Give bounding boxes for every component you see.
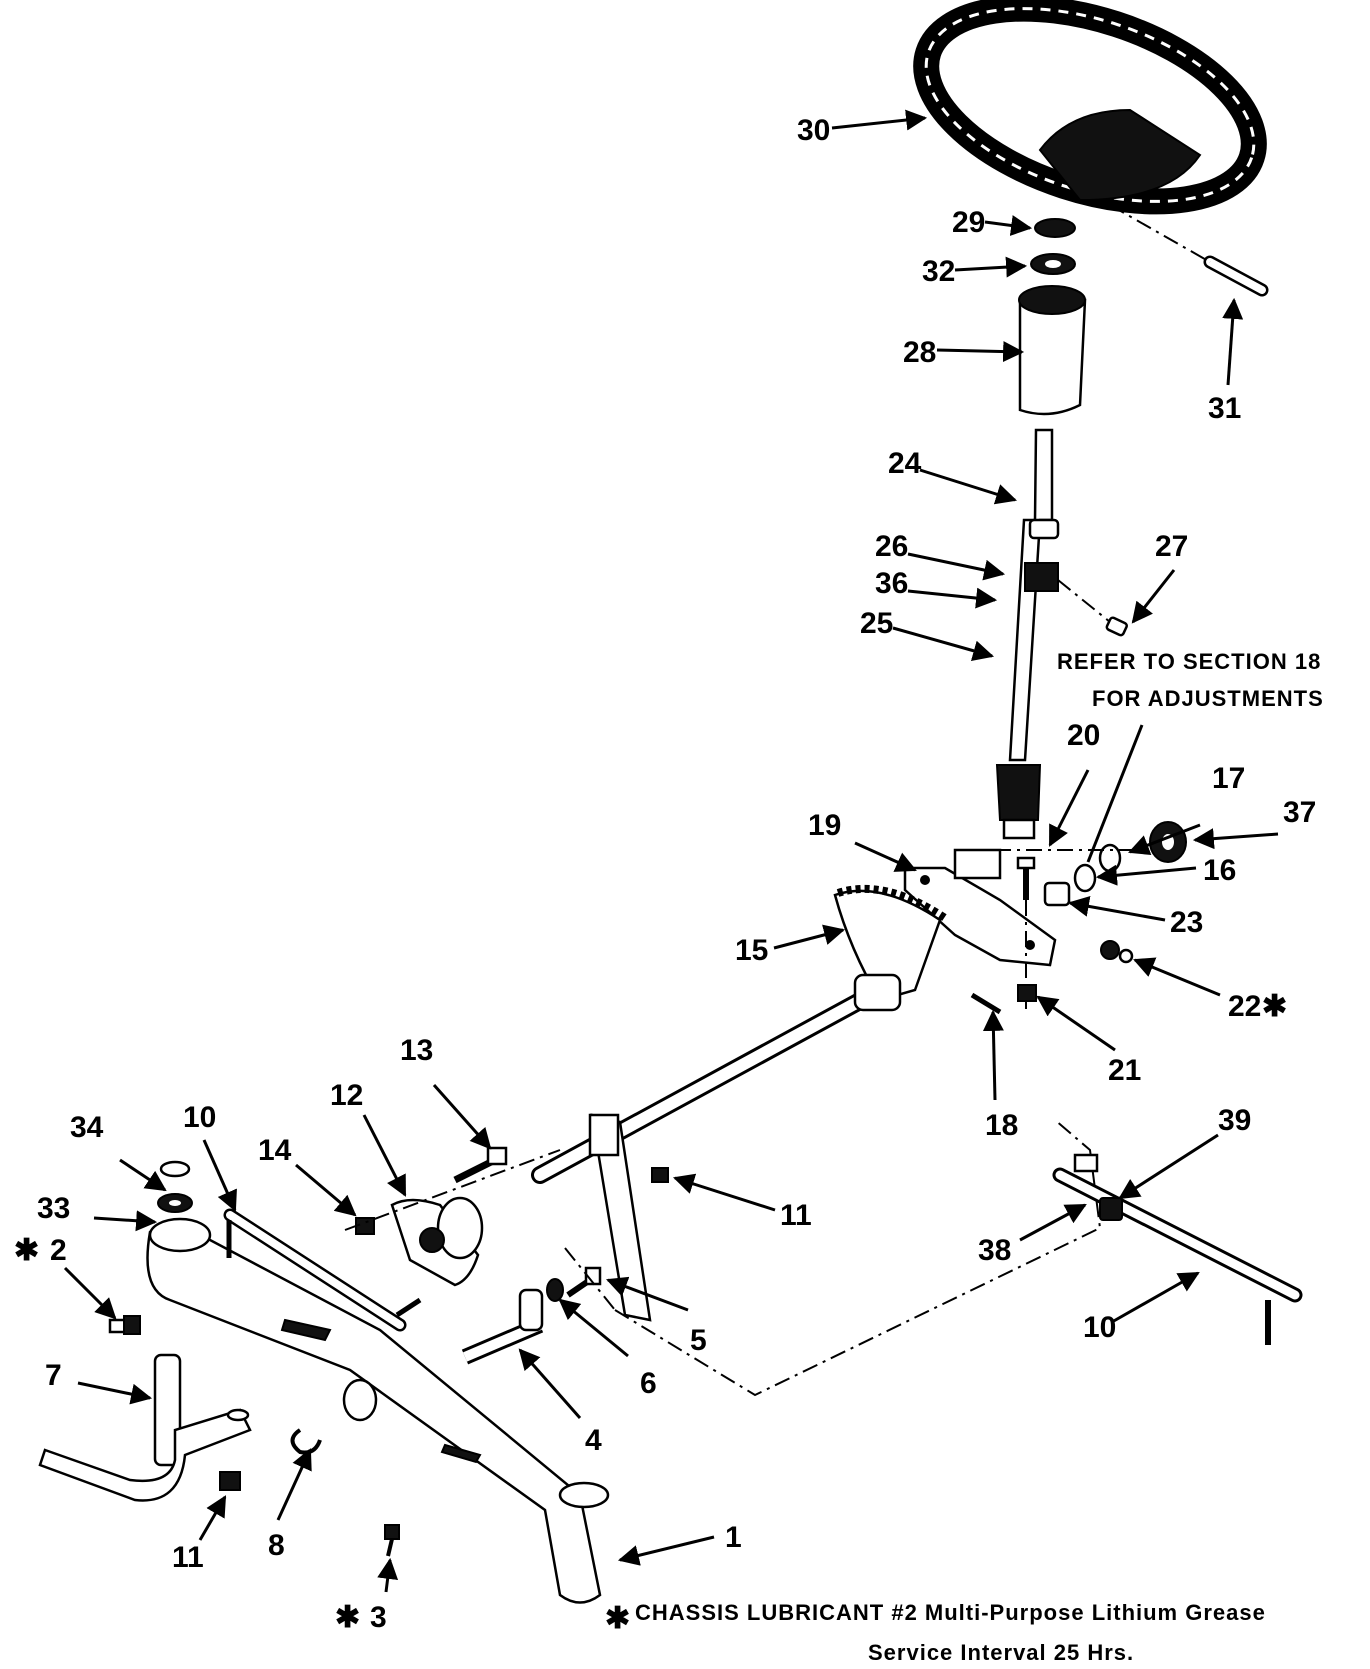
steering-bracket [903, 848, 1057, 967]
label-31: 31 [1208, 392, 1241, 425]
lube-marker-3: ✱ [335, 1601, 360, 1634]
label-10-upper: 10 [183, 1101, 216, 1134]
flange-centerline [344, 1149, 561, 1231]
grease-fitting-3 [384, 1524, 400, 1557]
front-axle [146, 1217, 610, 1604]
label-29: 29 [952, 206, 985, 239]
tie-rod-end-assembly [1052, 1153, 1303, 1345]
label-32: 32 [922, 255, 955, 288]
label-5: 5 [690, 1324, 707, 1357]
label-18: 18 [985, 1109, 1018, 1142]
label-16: 16 [1203, 854, 1236, 887]
label-19: 19 [808, 809, 841, 842]
label-20: 20 [1067, 719, 1100, 752]
label-15: 15 [735, 934, 768, 967]
bracket-bolt [1016, 856, 1036, 900]
label-1: 1 [725, 1521, 742, 1554]
label-26: 26 [875, 530, 908, 563]
tie-rod-10 [223, 1208, 422, 1332]
lube-note-line2: Service Interval 25 Hrs. [868, 1640, 1134, 1665]
pin-centerline [1109, 204, 1211, 263]
steering-shaft [995, 428, 1060, 840]
label-4: 4 [585, 1424, 602, 1457]
label-21: 21 [1108, 1054, 1141, 1087]
label-3: 3 [370, 1601, 387, 1634]
label-24: 24 [888, 447, 922, 480]
nut-11-lower [219, 1471, 241, 1491]
label-6: 6 [640, 1367, 657, 1400]
label-27: 27 [1155, 530, 1188, 563]
label-10-lower: 10 [1083, 1311, 1116, 1344]
sector-gear [833, 884, 948, 1002]
horn-cap [1034, 218, 1076, 238]
lock-nut [1149, 821, 1187, 863]
grease-fitting-22 [1100, 940, 1134, 964]
pivot-pin [461, 1288, 544, 1365]
label-13: 13 [400, 1034, 433, 1067]
nut-33 [157, 1193, 193, 1213]
spindle [38, 1353, 252, 1502]
snap-ring [290, 1428, 322, 1455]
label-11-upper: 11 [780, 1199, 812, 1232]
label-8: 8 [268, 1529, 285, 1562]
bearing-flange [390, 1196, 484, 1287]
refer-note-line1: REFER TO SECTION 18 [1057, 649, 1321, 674]
label-25: 25 [860, 607, 893, 640]
label-33: 33 [37, 1192, 70, 1225]
label-37: 37 [1283, 796, 1316, 829]
label-30: 30 [797, 114, 830, 147]
connector-line [614, 1119, 1102, 1397]
label-7: 7 [45, 1359, 62, 1392]
label-34: 34 [70, 1111, 104, 1144]
spacer [1043, 881, 1071, 907]
connector-line-2 [564, 1247, 616, 1311]
washer-17 [1098, 843, 1122, 873]
steering-wheel [913, 0, 1267, 215]
label-39: 39 [1218, 1104, 1251, 1137]
lube-markers: ✱ ✱ ✱ ✱ [14, 990, 1287, 1635]
set-screw [1105, 616, 1128, 637]
lube-note-line1: CHASSIS LUBRICANT #2 Multi-Purpose Lithi… [635, 1600, 1266, 1625]
washer-6 [546, 1278, 564, 1302]
label-36: 36 [875, 567, 908, 600]
column-cover [1018, 285, 1087, 416]
label-38: 38 [978, 1234, 1011, 1267]
leader-lines [63, 109, 1279, 1593]
lube-marker-note: ✱ [605, 1602, 630, 1635]
refer-note-line2: FOR ADJUSTMENTS [1092, 686, 1324, 711]
label-11-lower: 11 [172, 1541, 204, 1574]
label-2: 2 [50, 1234, 67, 1267]
cotter-pin [970, 992, 1002, 1015]
label-22: 22 [1228, 990, 1261, 1023]
nut-11-upper [651, 1167, 669, 1183]
bolt-5 [566, 1266, 602, 1298]
bolt-13 [453, 1146, 508, 1184]
label-17: 17 [1212, 762, 1245, 795]
label-23: 23 [1170, 906, 1203, 939]
nut-14 [355, 1217, 375, 1235]
washer-34 [159, 1160, 191, 1178]
bracket-nut [1017, 984, 1037, 1002]
set-screw-centerline [1057, 579, 1111, 623]
lube-marker-22: ✱ [1262, 990, 1287, 1023]
lube-marker-2: ✱ [14, 1234, 39, 1267]
label-12: 12 [330, 1079, 363, 1112]
roll-pin [1203, 255, 1269, 297]
steering-nut [1030, 253, 1076, 275]
part-labels: 30 29 32 28 31 24 26 27 36 25 20 17 37 1… [37, 114, 1316, 1634]
washer-16 [1073, 863, 1097, 893]
grease-fitting-2 [108, 1315, 141, 1335]
label-28: 28 [903, 336, 936, 369]
label-14: 14 [258, 1134, 292, 1167]
